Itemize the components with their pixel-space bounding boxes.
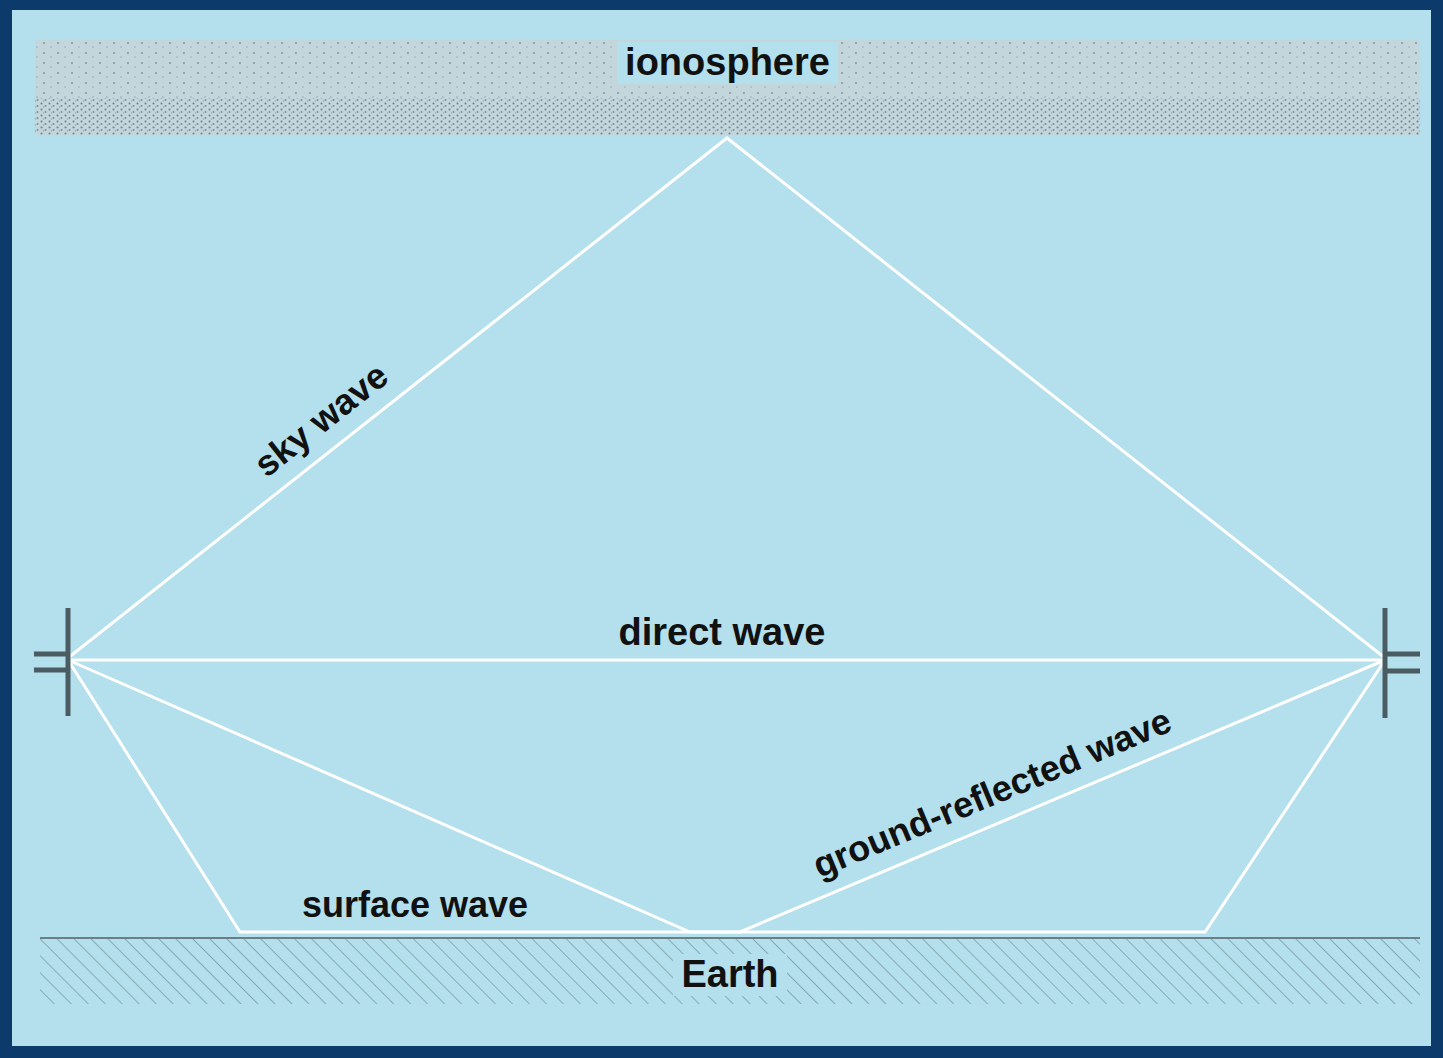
right-antenna-element: [1385, 669, 1420, 674]
wave-label: surface wave: [294, 885, 536, 925]
ionosphere-band: [35, 40, 1420, 135]
right-antenna-mast: [1383, 608, 1388, 718]
ground-line: [40, 937, 1420, 939]
sky-panel: [12, 10, 1431, 1046]
right-antenna-element: [1385, 652, 1420, 657]
left-antenna-mast: [66, 608, 71, 716]
ionosphere-stipple-dense: [35, 98, 1420, 135]
direct-wave-path: [68, 659, 1385, 662]
band-label: ionosphere: [617, 42, 838, 84]
ground-reflected-wave-path: [68, 660, 1385, 932]
left-antenna-element: [34, 668, 68, 673]
left-antenna-element: [34, 652, 68, 657]
sky-wave-path: [68, 138, 1385, 658]
band-label: Earth: [673, 954, 786, 996]
surface-wave-path: [68, 660, 1385, 932]
earth-hatching: [40, 938, 1420, 1004]
earth-band: Earth: [40, 950, 1420, 1000]
wave-label: direct wave: [611, 612, 834, 654]
ionosphere-stipple: [35, 40, 1420, 100]
ionosphere-band: ionosphere: [35, 40, 1420, 86]
